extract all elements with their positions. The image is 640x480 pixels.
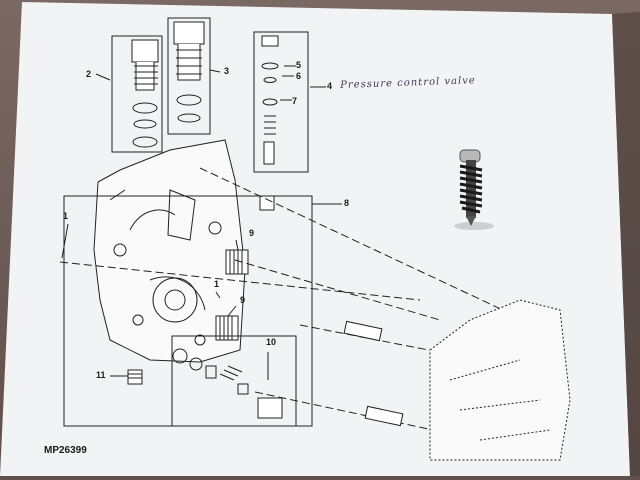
partial-housing: [429, 299, 571, 461]
callout-9-upper: 9: [249, 228, 255, 238]
callout-3: 3: [224, 66, 230, 76]
callout-6: 6: [296, 71, 302, 81]
callout-11: 11: [96, 370, 106, 380]
callout-5: 5: [296, 60, 302, 70]
figure-code: MP26399: [44, 445, 87, 456]
callout-10: 10: [266, 337, 277, 347]
callout-1-left: 1: [63, 211, 69, 221]
callout-4: 4: [327, 81, 333, 91]
callout-1-middle: 1: [214, 279, 220, 289]
callout-9-lower: 9: [240, 295, 246, 305]
cap-2: [131, 39, 159, 63]
valve-spring-part: [454, 149, 494, 230]
callout-2: 2: [86, 69, 92, 79]
callout-7: 7: [292, 96, 298, 106]
exploded-view-drawing: [59, 17, 571, 461]
paper-shadow: [612, 12, 640, 476]
cap-3: [173, 21, 205, 45]
callout-8: 8: [344, 198, 350, 208]
